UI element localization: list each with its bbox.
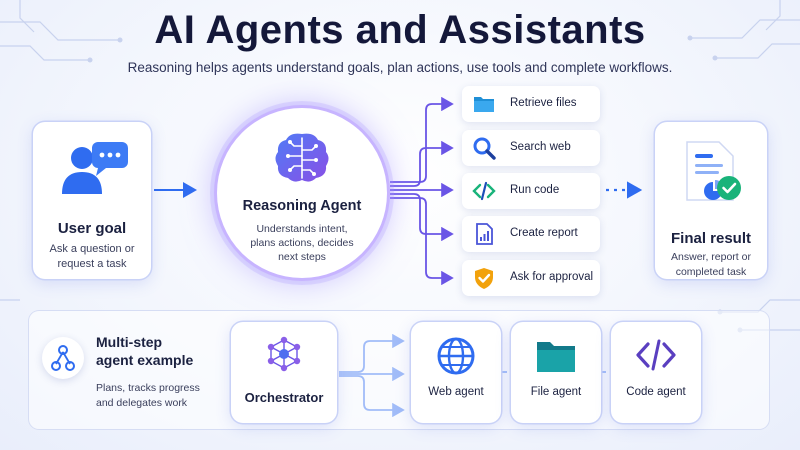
report-icon — [476, 223, 493, 245]
multi-step-desc-line1: Plans, tracks progress — [96, 382, 200, 394]
reasoning-agent-desc-line2: plans actions, decides — [250, 237, 354, 250]
tool-run-code: Run code — [462, 173, 600, 209]
user-goal-card: User goal Ask a question or request a ta… — [33, 122, 151, 279]
tool-label: Ask for approval — [510, 271, 594, 283]
orchestrator-label: Orchestrator — [244, 390, 324, 405]
web-agent-card: Web agent — [411, 322, 501, 423]
multi-step-title-line2: agent example — [96, 352, 194, 369]
brain-icon — [275, 133, 329, 182]
tool-retrieve-files: Retrieve files — [462, 86, 600, 122]
tool-label: Create report — [510, 227, 578, 239]
document-check-icon — [686, 141, 741, 201]
user-goal-desc: Ask a question or request a task — [33, 242, 151, 273]
folder-icon — [474, 97, 494, 112]
user-with-chat-bubble-icon — [62, 142, 128, 194]
tool-create-report: Create report — [462, 216, 600, 252]
final-result-card: Final result Answer, report or completed… — [655, 122, 767, 279]
reasoning-agent-desc-line3: next steps — [278, 251, 326, 264]
multi-step-title-line1: Multi-step — [96, 334, 163, 350]
tool-label: Retrieve files — [510, 97, 577, 109]
reasoning-agent-title: Reasoning Agent — [242, 198, 362, 214]
code-agent-label: Code agent — [626, 386, 686, 398]
multi-step-desc-line2: and delegates work — [96, 397, 188, 410]
page-title: AI Agents and Assistants — [154, 8, 646, 52]
globe-icon — [437, 337, 475, 375]
code-icon — [636, 339, 676, 371]
page-subtitle: Reasoning helps agents understand goals,… — [127, 60, 673, 75]
tool-label: Run code — [510, 184, 560, 196]
user-goal-title: User goal — [57, 220, 127, 237]
web-agent-label: Web agent — [428, 386, 484, 398]
orchestrator-card: Orchestrator — [231, 322, 337, 423]
network-icon — [267, 336, 301, 372]
code-agent-card: Code agent — [611, 322, 701, 423]
final-result-desc: Answer, report or completed task — [655, 250, 767, 279]
file-agent-card: File agent — [511, 322, 601, 423]
tool-search-web: Search web — [462, 130, 600, 166]
final-result-title: Final result — [670, 230, 752, 247]
reasoning-agent-desc: Understands intent, plans actions, decid… — [237, 222, 367, 265]
final-result-desc-line2: completed task — [675, 265, 747, 278]
tool-ask-for-approval: Ask for approval — [462, 260, 600, 296]
file-agent-label: File agent — [530, 386, 582, 398]
user-goal-desc-line1: Ask a question or — [49, 243, 135, 255]
final-result-desc-line1: Answer, report or — [671, 251, 751, 263]
code-icon — [472, 181, 496, 201]
workflow-icon — [42, 337, 84, 379]
magnifier-icon — [473, 137, 496, 160]
shield-check-icon — [475, 268, 493, 289]
folder-icon — [537, 342, 575, 372]
tool-label: Search web — [510, 141, 571, 153]
multi-step-desc: Plans, tracks progress and delegates wor… — [96, 381, 200, 411]
multi-step-title: Multi-step agent example — [96, 333, 193, 369]
user-goal-desc-line2: request a task — [57, 258, 127, 271]
reasoning-agent-desc-line1: Understands intent, — [256, 223, 348, 235]
